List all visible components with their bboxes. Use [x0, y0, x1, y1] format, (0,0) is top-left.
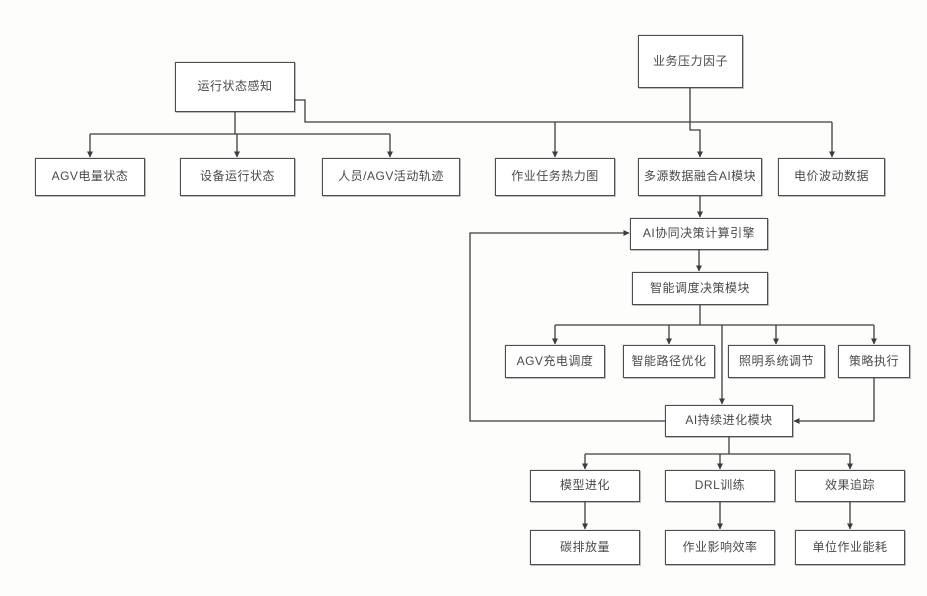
node-label: 多源数据融合AI模块	[643, 169, 757, 184]
node-smart-scheduling-module: 智能调度决策模块	[632, 272, 768, 305]
node-task-heatmap: 作业任务热力图	[495, 158, 615, 196]
node-effect-tracking: 效果追踪	[795, 470, 905, 502]
node-label: 策略执行	[848, 353, 899, 368]
node-label: 人员/AGV活动轨迹	[338, 169, 444, 184]
node-label: AGV充电调度	[516, 353, 594, 368]
node-agv-charging-scheduling: AGV充电调度	[505, 345, 605, 378]
node-drl-training: DRL训练	[665, 470, 775, 502]
node-unit-operation-energy: 单位作业能耗	[795, 530, 905, 565]
node-ai-decision-engine: AI协同决策计算引擎	[630, 218, 768, 250]
node-label: 业务压力因子	[652, 53, 728, 68]
node-equipment-running-status: 设备运行状态	[180, 158, 295, 196]
node-operation-status-perception: 运行状态感知	[175, 62, 295, 112]
node-ai-continuous-evolution: AI持续进化模块	[665, 405, 793, 437]
node-label: AI持续进化模块	[685, 413, 773, 428]
node-lighting-system-adjustment: 照明系统调节	[728, 345, 825, 378]
node-label: 作业影响效率	[682, 539, 758, 554]
node-agv-battery-status: AGV电量状态	[35, 158, 145, 196]
node-label: 运行状态感知	[197, 79, 273, 94]
edge-perception-elbow-right	[295, 99, 832, 123]
node-label: 电价波动数据	[793, 169, 869, 184]
node-personnel-agv-trajectory: 人员/AGV活动轨迹	[322, 158, 460, 196]
edge-execution-to-evolution	[793, 378, 875, 424]
node-label: 智能路径优化	[631, 353, 707, 368]
node-smart-path-optimization: 智能路径优化	[623, 345, 715, 378]
node-strategy-execution: 策略执行	[838, 345, 910, 378]
node-label: 模型进化	[559, 478, 610, 493]
node-label: AGV电量状态	[51, 169, 129, 184]
node-label: DRL训练	[694, 478, 746, 493]
node-label: 照明系统调节	[738, 353, 814, 368]
node-label: 作业任务热力图	[511, 169, 599, 184]
node-operation-impact-efficiency: 作业影响效率	[665, 530, 775, 565]
edge-pressure-to-fusion	[689, 88, 703, 158]
node-model-evolution: 模型进化	[530, 470, 640, 502]
node-carbon-emissions: 碳排放量	[530, 530, 640, 565]
edge-evolution-feedback-to-engine	[469, 230, 665, 422]
node-label: 智能调度决策模块	[649, 280, 750, 295]
node-label: 效果追踪	[824, 478, 875, 493]
node-business-pressure-factor: 业务压力因子	[638, 35, 743, 88]
node-label: 设备运行状态	[199, 169, 275, 184]
node-label: 单位作业能耗	[812, 539, 888, 554]
node-label: 碳排放量	[559, 539, 610, 554]
node-multisource-fusion-ai: 多源数据融合AI模块	[638, 158, 762, 196]
node-electricity-price-data: 电价波动数据	[778, 158, 885, 196]
node-label: AI协同决策计算引擎	[642, 226, 756, 241]
